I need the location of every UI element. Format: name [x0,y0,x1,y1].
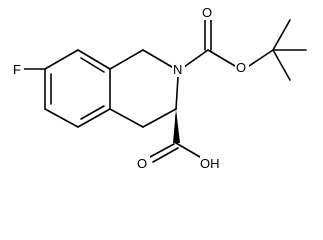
atom-label-ether-oxygen: O [236,60,246,75]
bond-acid-c-oh [175,142,201,158]
mask-o1 [201,4,214,20]
bond-carbonyl-o-ether [207,49,236,67]
bond-ch2-top [109,49,144,70]
bond-tbu-methyl-3 [272,49,291,81]
bond-ring-1 [77,49,111,70]
saturated-ring [109,49,179,128]
mask-o2 [235,59,249,75]
bond-ring-double-1 [80,57,105,73]
bond-ring-4 [44,108,79,128]
bond-ring-3 [77,108,111,128]
bond-c3-c4 [142,108,177,128]
mask-n [172,60,185,77]
atom-label-nitrogen: N [173,62,182,77]
bond-n-c3 [175,76,179,110]
bond-ch2-n [142,49,173,68]
atom-label-carbonyl-oxygen: O [202,5,212,20]
bond-ring-6 [44,49,79,70]
bond-tbu-methyl-1 [272,19,291,51]
atom-label-fluorine: F [13,62,21,77]
atom-label-acid-hydroxyl: OH [200,156,220,171]
atom-label-acid-carbonyl-oxygen: O [137,156,147,171]
bond-o-tbu [248,49,274,67]
bond-acid-c-o-double-a [149,143,175,158]
bond-c4-aromatic [109,108,144,128]
carboxylic-acid-group [149,109,201,163]
mask-oh [200,155,224,171]
mask-o3 [136,155,150,171]
aromatic-ring [44,49,111,128]
boc-group [183,19,307,81]
molecule-drawing: F N O O O OH [12,4,307,171]
bond-ring-double-2 [80,105,105,120]
bond-n-carbonyl [183,49,209,68]
bond-acid-c-o-double-b [152,147,179,163]
mask-f [12,61,24,77]
structure-diagram: F N O O O OH [12,4,307,171]
